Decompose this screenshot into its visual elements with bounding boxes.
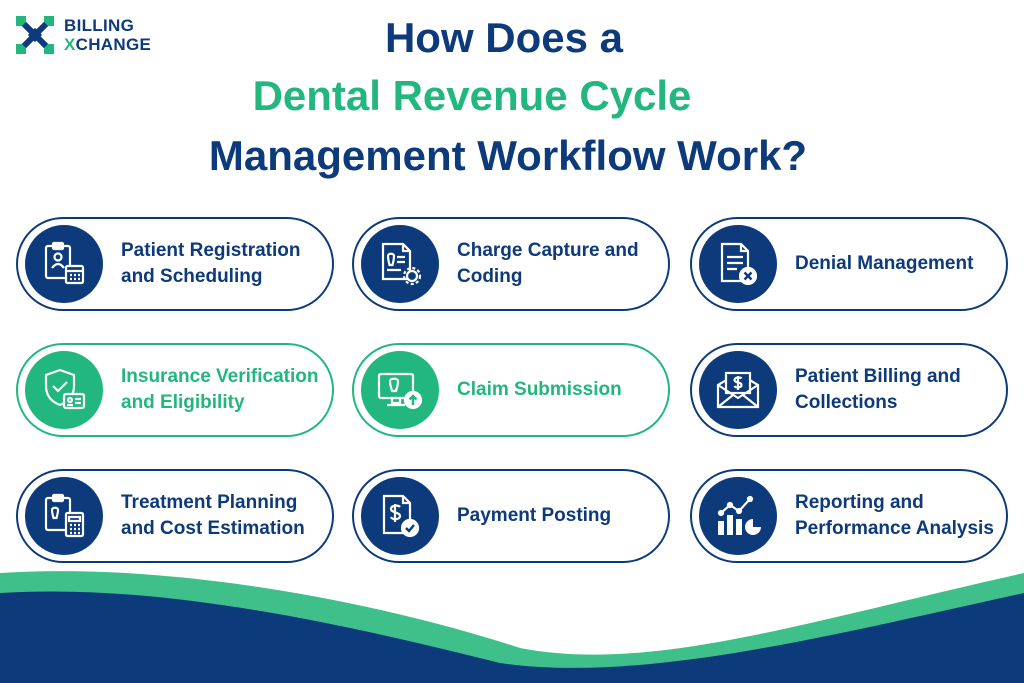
step-label: Charge Capture and Coding bbox=[457, 240, 639, 287]
shield-check-id-icon bbox=[25, 351, 103, 429]
title-line-1: How Does a bbox=[384, 14, 624, 61]
step-card-denial-management: Denial Management bbox=[690, 217, 1008, 311]
step-card-treatment-planning: Treatment Planning and Cost Estimation bbox=[16, 469, 334, 563]
brand-x: X bbox=[64, 35, 76, 54]
step-label: Patient Billing and Collections bbox=[795, 366, 961, 413]
step-label: Payment Posting bbox=[457, 505, 612, 526]
document-x-icon bbox=[699, 225, 777, 303]
step-label: Patient Registration and Scheduling bbox=[121, 240, 301, 287]
monitor-tooth-upload-icon bbox=[361, 351, 439, 429]
step-label: Denial Management bbox=[795, 253, 974, 274]
step-card-payment-posting: Payment Posting bbox=[352, 469, 670, 563]
envelope-invoice-icon bbox=[699, 351, 777, 429]
clipboard-calendar-icon bbox=[25, 225, 103, 303]
step-card-charge-capture: Charge Capture and Coding bbox=[352, 217, 670, 311]
brand-logo: BILLING XCHANGE bbox=[14, 14, 151, 56]
step-card-insurance-verification: Insurance Verification and Eligibility bbox=[16, 343, 334, 437]
title-line-2: Dental Revenue Cycle bbox=[252, 72, 692, 119]
dollar-document-check-icon bbox=[361, 477, 439, 555]
step-card-reporting-analysis: Reporting and Performance Analysis bbox=[690, 469, 1008, 563]
clipboard-calculator-icon bbox=[25, 477, 103, 555]
step-label: Insurance Verification and Eligibility bbox=[121, 366, 319, 413]
step-label: Claim Submission bbox=[457, 379, 622, 400]
logo-x-icon bbox=[16, 16, 54, 54]
step-card-patient-billing: Patient Billing and Collections bbox=[690, 343, 1008, 437]
bar-chart-pie-icon bbox=[699, 477, 777, 555]
bottom-wave-decoration bbox=[0, 571, 1024, 683]
step-card-patient-registration: Patient Registration and Scheduling bbox=[16, 217, 334, 311]
step-label: Reporting and Performance Analysis bbox=[795, 492, 994, 539]
step-card-claim-submission: Claim Submission bbox=[352, 343, 670, 437]
title-line-3: Management Workflow Work? bbox=[208, 132, 808, 179]
step-label: Treatment Planning and Cost Estimation bbox=[121, 492, 305, 539]
brand-name: BILLING XCHANGE bbox=[64, 16, 151, 54]
brand-line2: CHANGE bbox=[75, 35, 152, 54]
document-gear-icon bbox=[361, 225, 439, 303]
brand-line1: BILLING bbox=[64, 16, 135, 35]
